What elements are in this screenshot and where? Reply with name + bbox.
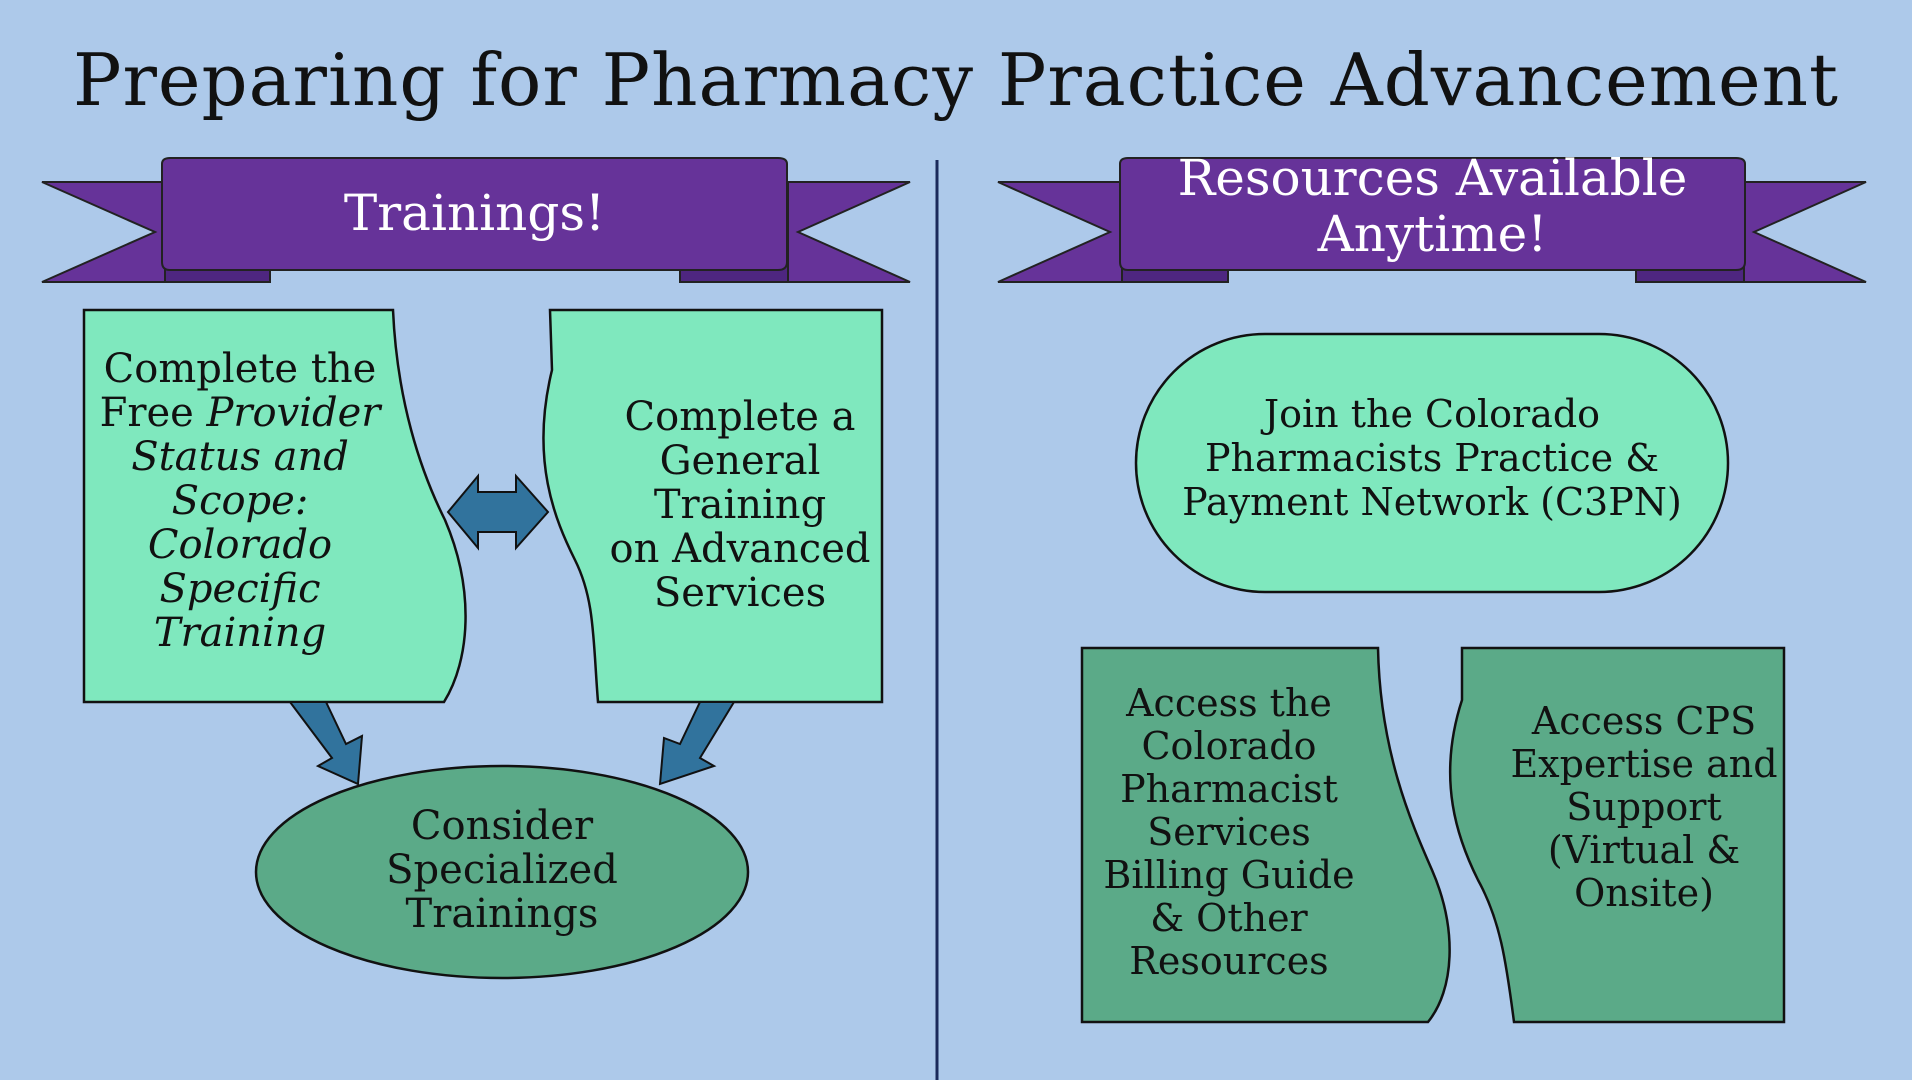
trainings-ribbon: [41, 157, 911, 283]
general-training-text: Complete a General Training on Advanced …: [609, 394, 871, 616]
free-training-text: Complete the Free Provider Status and Sc…: [99, 346, 381, 656]
general-training-node: [542, 308, 884, 704]
page-title: Preparing for Pharmacy Practice Advancem…: [73, 38, 1839, 122]
specialized-node: [254, 764, 750, 980]
network-text: Join the Colorado Pharmacists Practice &…: [1182, 392, 1682, 524]
trainings-banner: Trainings!: [343, 184, 606, 242]
network-node: [1134, 332, 1730, 594]
free-training-node: [82, 308, 467, 704]
expertise-text: Access CPS Expertise and Support (Virtua…: [1510, 698, 1778, 915]
billing-node: [1080, 646, 1451, 1024]
expertise-node: [1448, 646, 1786, 1024]
billing-text: Access the Colorado Pharmacist Services …: [1103, 680, 1355, 983]
specialized-text: Consider Specialized Trainings: [386, 803, 618, 937]
arrow-to-specialized-right: [658, 701, 736, 786]
resources-ribbon: [997, 157, 1867, 283]
double-arrow: [446, 473, 550, 551]
resources-banner: Resources Available Anytime!: [1177, 149, 1688, 263]
arrow-to-specialized-left: [288, 701, 364, 786]
